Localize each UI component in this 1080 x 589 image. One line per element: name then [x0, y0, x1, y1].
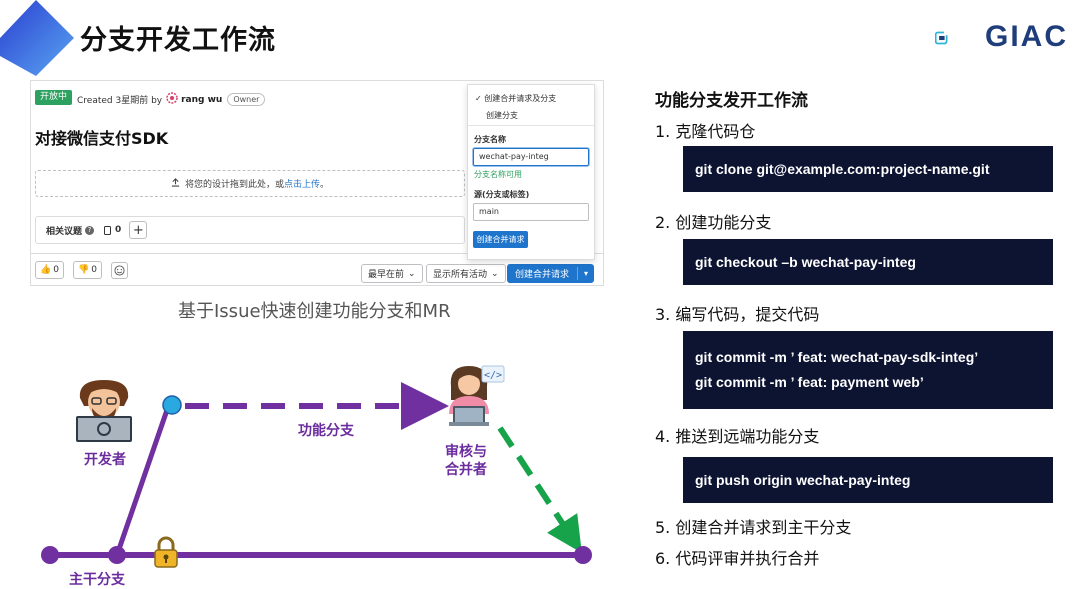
emoji-picker-icon[interactable] [111, 262, 128, 279]
check-icon: ✓ [475, 94, 482, 103]
main-branch-label: 主干分支 [69, 572, 125, 588]
upload-link[interactable]: 点击上传 [283, 180, 320, 190]
branch-point-node [108, 546, 126, 564]
created-text: Created 3星期前 by [77, 96, 163, 106]
logo-text: GIAC [985, 20, 1068, 53]
divider [468, 125, 594, 126]
issue-meta: Created 3星期前 by rang wu Owner [77, 92, 266, 107]
author-name[interactable]: rang wu [181, 94, 223, 105]
source-label: 源(分支或标签) [474, 190, 530, 199]
chevron-down-icon: ▾ [583, 269, 588, 278]
thumbs-down-icon: 👎 [78, 265, 90, 275]
issue-title: 对接微信支付SDK [35, 129, 169, 148]
code-push: git push origin wechat-pay-integ [683, 457, 1053, 503]
status-badge: 开放中 [35, 90, 73, 105]
merge-line [497, 426, 582, 554]
add-related-button[interactable]: + [129, 221, 148, 239]
developer-label: 开发者 [84, 452, 126, 468]
design-dropzone[interactable]: 将您的设计拖到此处，或 点击上传 。 [35, 170, 465, 197]
svg-text:</>: </> [484, 370, 502, 381]
create-mr-button[interactable]: 创建合并请求 ▾ [507, 264, 594, 283]
filter-select[interactable]: 显示所有活动⌄ [426, 264, 506, 283]
slide-title: 分支开发工作流 [80, 25, 276, 56]
workflow-diagram: </> [41, 365, 592, 568]
option-create-mr-branch[interactable]: ✓ 创建合并请求及分支 [475, 94, 557, 103]
step-2: 2. 创建功能分支 [655, 213, 772, 232]
chevron-down-icon: ⌄ [491, 268, 499, 279]
branch-name-label: 分支名称 [474, 135, 506, 144]
related-count: 0 [104, 225, 121, 235]
thumbs-up-button[interactable]: 👍0 [35, 261, 64, 279]
code-checkout: git checkout –b wechat-pay-integ [683, 239, 1053, 285]
related-label: 相关议题 [46, 226, 83, 237]
code-tag-icon: </> [481, 365, 505, 383]
avatar[interactable] [166, 92, 178, 107]
dropdown-create-mr-button[interactable]: 创建合并请求 [473, 231, 528, 248]
branch-off-line [114, 409, 170, 556]
step-5: 5. 创建合并请求到主干分支 [655, 518, 852, 537]
screenshot-caption: 基于Issue快速创建功能分支和MR [178, 301, 451, 322]
source-input[interactable]: main [473, 203, 589, 221]
panel-title: 功能分支发开工作流 [655, 91, 808, 111]
role-badge: Owner [227, 93, 266, 106]
reviewer-label: 审核与 合并者 [445, 444, 487, 478]
branch-name-input[interactable]: wechat-pay-integ [473, 148, 589, 166]
code-clone: git clone git@example.com:project-name.g… [683, 146, 1053, 192]
code-commit: git commit -m ’ feat: wechat-pay-sdk-int… [683, 331, 1053, 409]
option-create-branch[interactable]: 创建分支 [486, 111, 518, 120]
issue-icon [104, 225, 112, 235]
drop-end: 。 [320, 180, 330, 190]
sort-select[interactable]: 最早在前⌄ [361, 264, 423, 283]
main-start-node [41, 546, 59, 564]
upload-icon [171, 177, 180, 190]
reviewer-icon [449, 366, 489, 426]
step-6: 6. 代码评审并执行合并 [655, 549, 820, 568]
related-issues: 相关议题 ? 0 + [35, 216, 465, 244]
issue-action-bar: 👍0 👎0 最早在前⌄ 显示所有活动⌄ 创建合并请求 ▾ [31, 253, 603, 285]
branch-available-text: 分支名称可用 [474, 170, 522, 179]
thumbs-up-icon: 👍 [40, 265, 52, 275]
step-4: 4. 推送到远端功能分支 [655, 427, 820, 446]
create-mr-dropdown: ✓ 创建合并请求及分支 创建分支 分支名称 wechat-pay-integ 分… [467, 84, 595, 260]
lock-icon [154, 536, 178, 568]
help-icon[interactable]: ? [85, 225, 95, 235]
feature-branch-label: 功能分支 [298, 423, 354, 439]
drop-text: 将您的设计拖到此处，或 [184, 180, 284, 190]
step-1: 1. 克隆代码仓 [655, 122, 756, 141]
chevron-down-icon: ⌄ [408, 268, 416, 279]
corner-decoration [0, 0, 74, 76]
step-3: 3. 编写代码，提交代码 [655, 305, 820, 324]
main-end-node [574, 546, 592, 564]
developer-icon [76, 380, 132, 442]
thumbs-down-button[interactable]: 👎0 [73, 261, 102, 279]
giac-logo [935, 31, 949, 45]
feature-start-node [162, 395, 182, 415]
